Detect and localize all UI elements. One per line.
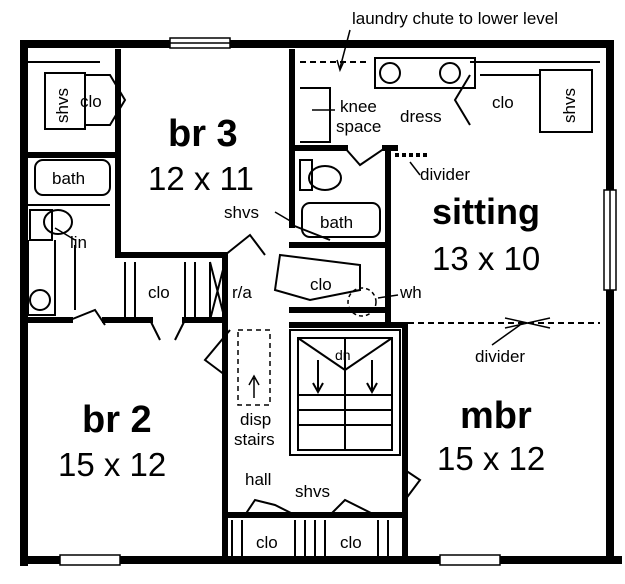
mbr-dims: 15 x 12 [437, 440, 545, 477]
laundry-chute-annotation: laundry chute to lower level [352, 9, 558, 28]
divider-upper-label: divider [420, 165, 470, 184]
interior-walls [25, 49, 408, 563]
dress-label: dress [400, 107, 442, 126]
exterior-walls [20, 40, 622, 566]
shvs-center-label: shvs [224, 203, 259, 222]
br2-dims: 15 x 12 [58, 446, 166, 483]
knee-label: knee [340, 97, 377, 116]
br3-dims: 12 x 11 [148, 160, 254, 197]
br3-name: br 3 [168, 113, 238, 155]
disappearing-stairs [237, 329, 271, 406]
sitting-dims: 13 x 10 [432, 240, 540, 277]
lin-label: lin [70, 233, 87, 252]
stairs-label: stairs [234, 430, 275, 449]
bath-left [27, 159, 111, 316]
water-heater [347, 287, 377, 317]
bath-left-label: bath [52, 169, 85, 188]
top-window [169, 37, 231, 49]
dn-label: dn [335, 347, 351, 363]
hall-label: hall [245, 470, 271, 489]
divider-lower-label: divider [475, 347, 525, 366]
dress-area [300, 57, 600, 143]
clo-center-label: clo [310, 275, 332, 294]
br2-name: br 2 [82, 399, 152, 441]
shvs-bottom-label: shvs [295, 482, 330, 501]
clo-top-left-label: clo [80, 92, 102, 111]
sitting-name: sitting [432, 191, 540, 232]
bath-center [299, 159, 381, 238]
leader-arrows [54, 29, 521, 346]
dividers [388, 153, 600, 329]
clo-shvs-top-left [28, 61, 127, 130]
ra-label: r/a [232, 283, 252, 302]
clo-bottom-right-label: clo [340, 533, 362, 552]
shvs-top-right-label: shvs [560, 88, 579, 123]
bottom-windows [59, 554, 501, 566]
mbr-name: mbr [460, 395, 532, 437]
clo-bottom-left-label: clo [256, 533, 278, 552]
door-swings [69, 147, 422, 516]
clo-mid-left-label: clo [148, 283, 170, 302]
disp-label: disp [240, 410, 271, 429]
right-window [603, 189, 617, 291]
clo-top-right-label: clo [492, 93, 514, 112]
space-label: space [336, 117, 381, 136]
clo-mid-left [124, 261, 226, 341]
bath-center-label: bath [320, 213, 353, 232]
bottom-closets [231, 520, 389, 558]
wh-label: wh [399, 283, 422, 302]
stairs [289, 329, 401, 456]
shvs-top-left-label: shvs [53, 88, 72, 123]
